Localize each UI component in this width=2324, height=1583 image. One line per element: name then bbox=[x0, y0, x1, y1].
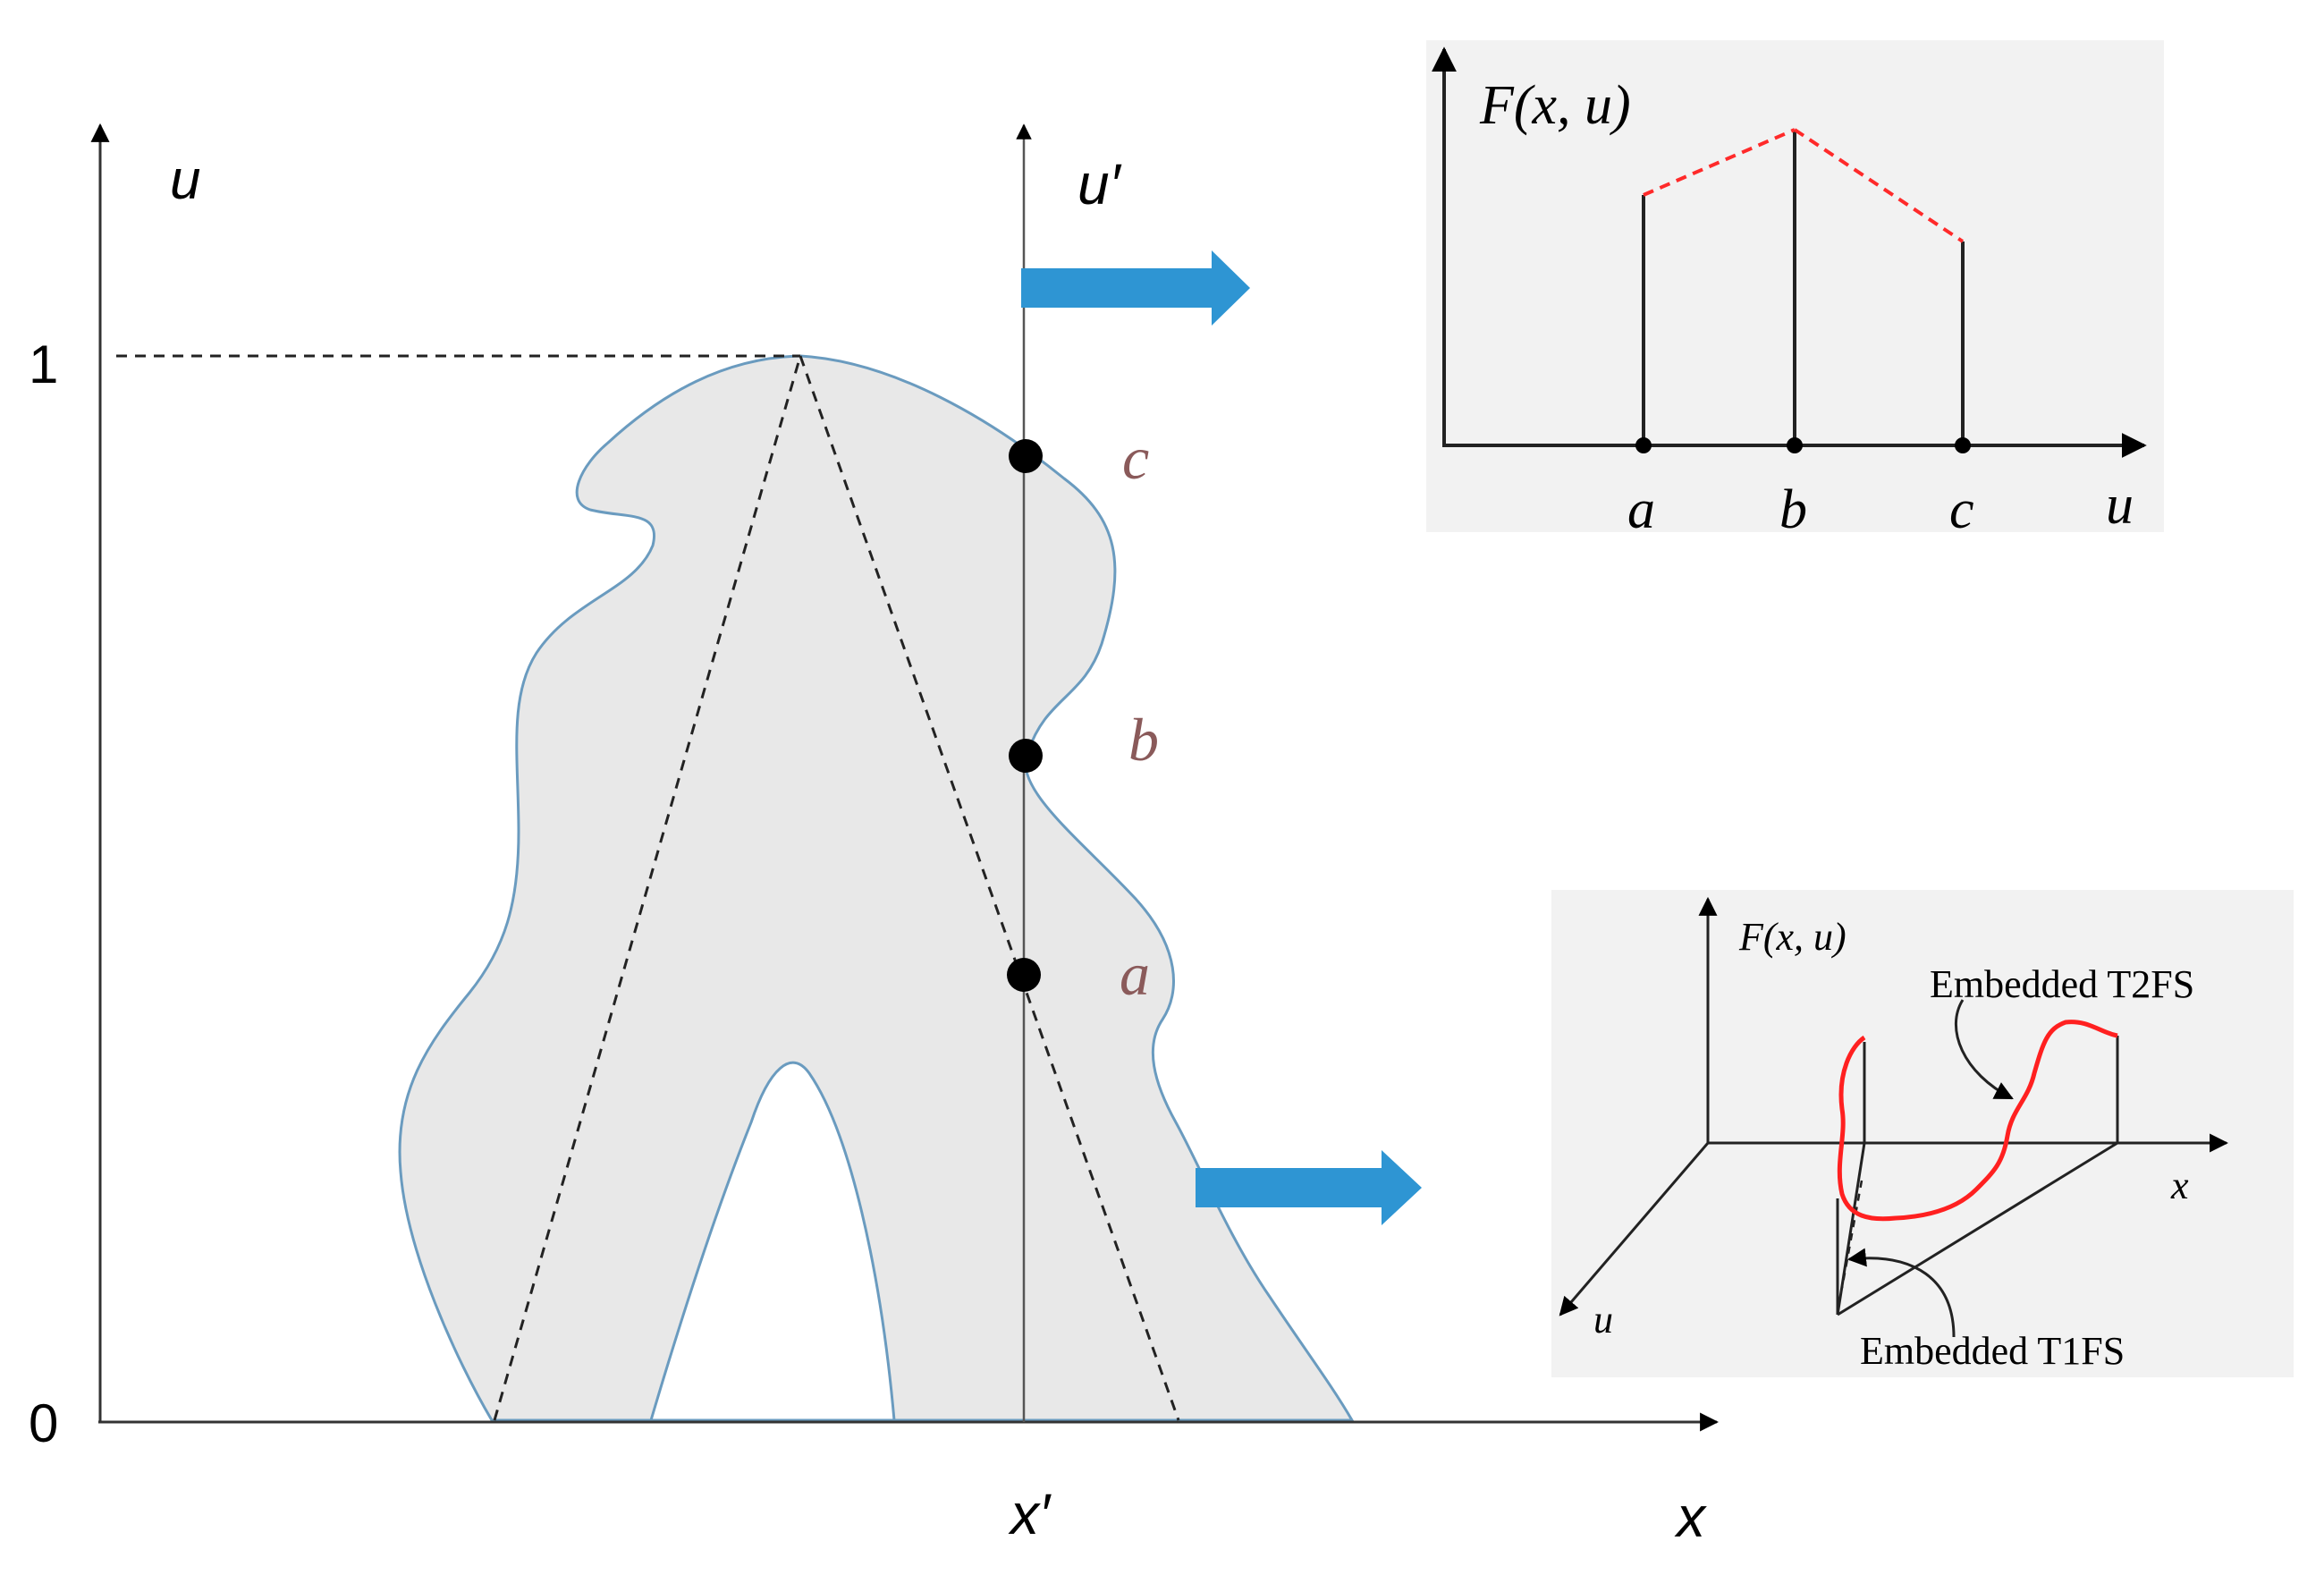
y-tick-0: 0 bbox=[29, 1393, 58, 1453]
y-tick-1: 1 bbox=[29, 334, 58, 394]
triangle-right-edge bbox=[799, 355, 1180, 1421]
inset1-y-label: F(x, u) bbox=[1479, 75, 1631, 136]
point-c bbox=[1009, 439, 1043, 473]
t1fs-dashed bbox=[1840, 1180, 1863, 1289]
arrow-to-3d-view bbox=[1196, 1150, 1422, 1225]
envelope-bc bbox=[1793, 128, 1965, 243]
point-a bbox=[1007, 958, 1041, 992]
inset1-tick-a: a bbox=[1627, 479, 1655, 540]
inset2-x-label: x bbox=[2170, 1164, 2189, 1207]
fou-region bbox=[398, 354, 1355, 1422]
tick-dot-c bbox=[1955, 437, 1971, 453]
inset-3d-view: F(x, u) x u Embedded T2FS Embedded T1FS bbox=[1551, 890, 2294, 1377]
tick-dot-b bbox=[1787, 437, 1803, 453]
triangle-left-edge bbox=[493, 355, 802, 1421]
t2fs-pointer bbox=[1954, 999, 2014, 1100]
x-axis-label: x bbox=[1674, 1485, 1707, 1549]
x-prime-label: x′ bbox=[1008, 1482, 1052, 1546]
primary-axis-label: u′ bbox=[1077, 152, 1122, 216]
envelope-ab bbox=[1643, 128, 1796, 197]
inset2-u-label: u bbox=[1593, 1298, 1613, 1342]
tick-dot-a bbox=[1635, 437, 1652, 453]
main-plot: u u′ 1 0 x′ x c b a bbox=[29, 123, 1720, 1549]
inset2-u-axis bbox=[1559, 1142, 1710, 1316]
point-label-a: a bbox=[1120, 940, 1150, 1008]
t1fs-pointer bbox=[1847, 1248, 1956, 1338]
arrow-to-secondary-mf bbox=[1021, 250, 1250, 326]
inset1-tick-b: b bbox=[1779, 479, 1807, 540]
point-label-c: c bbox=[1122, 424, 1149, 492]
embedded-t2fs-curve bbox=[1837, 1020, 2118, 1222]
inset-3d-background bbox=[1551, 890, 2294, 1377]
domain-edge-base bbox=[1837, 1141, 2118, 1316]
inset-secondary-mf: F(x, u) u a b c bbox=[1426, 40, 2164, 540]
point-label-b: b bbox=[1128, 706, 1159, 774]
inset2-z-label: F(x, u) bbox=[1738, 915, 1847, 959]
embedded-t2fs-label: Embedded T2FS bbox=[1930, 962, 2194, 1006]
inset1-x-label: u bbox=[2106, 475, 2134, 536]
inset1-tick-c: c bbox=[1949, 479, 1974, 540]
y-axis-label: u bbox=[170, 149, 200, 211]
point-b bbox=[1009, 739, 1043, 773]
embedded-t1fs-label: Embedded T1FS bbox=[1860, 1329, 2125, 1373]
